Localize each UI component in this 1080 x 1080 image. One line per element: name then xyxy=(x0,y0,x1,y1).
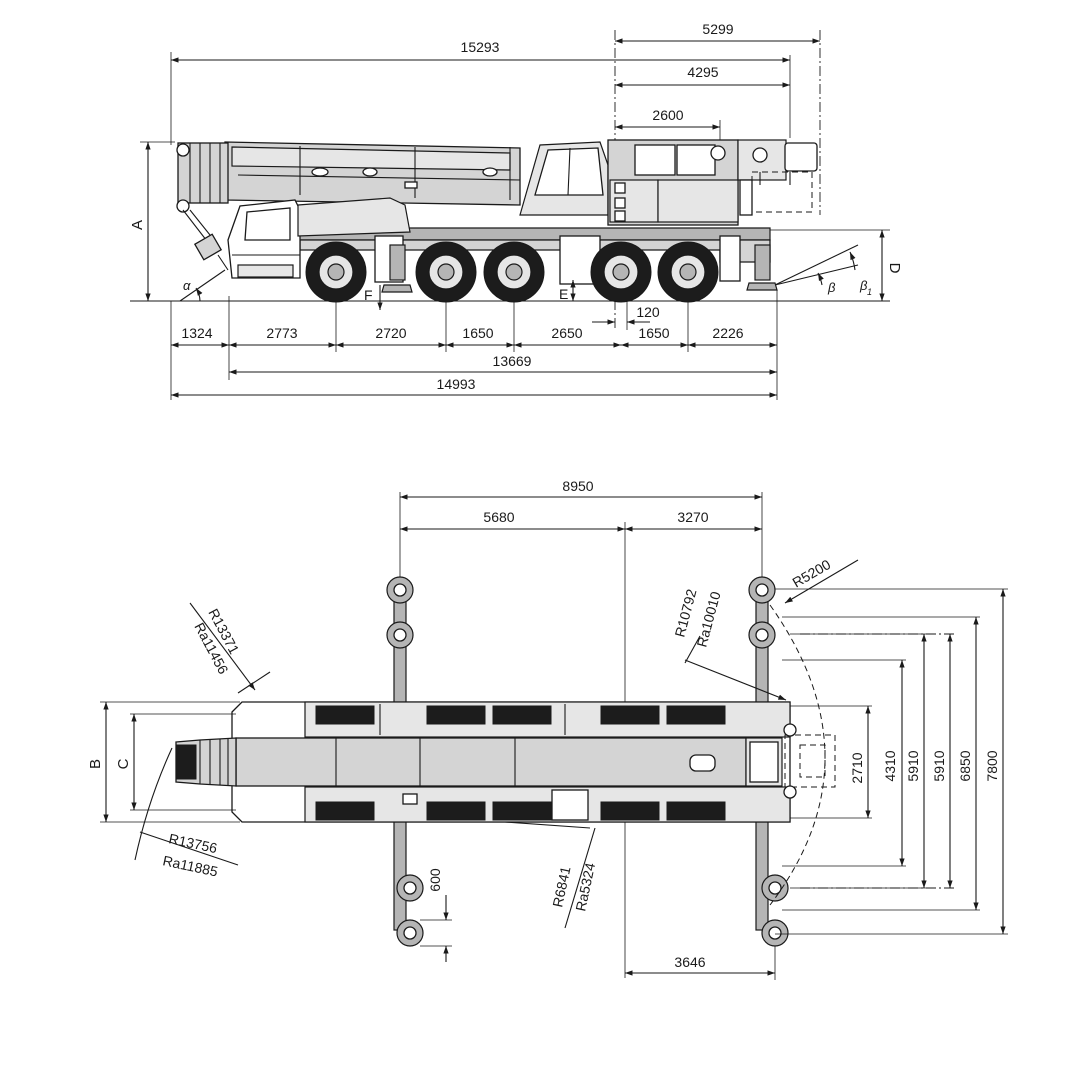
svg-text:8950: 8950 xyxy=(562,478,593,494)
dim-2600: 2600 xyxy=(615,107,720,130)
svg-text:α: α xyxy=(183,278,191,293)
axle-dims: 1324 2773 2720 1650 2650 1650 2226 xyxy=(171,325,777,348)
svg-text:2226: 2226 xyxy=(712,325,743,341)
dim-600: 600 xyxy=(420,868,452,962)
dim-13669: 13669 xyxy=(229,353,777,375)
svg-text:R6841: R6841 xyxy=(549,865,573,909)
svg-text:β: β xyxy=(859,278,868,293)
svg-text:C: C xyxy=(115,758,132,769)
dim-a: A xyxy=(129,141,175,301)
svg-text:5910: 5910 xyxy=(905,750,921,781)
svg-text:E: E xyxy=(559,286,568,302)
svg-text:B: B xyxy=(87,759,104,769)
svg-text:2600: 2600 xyxy=(652,107,683,123)
svg-text:1650: 1650 xyxy=(638,325,669,341)
svg-text:1650: 1650 xyxy=(462,325,493,341)
svg-text:4295: 4295 xyxy=(687,64,718,80)
carrier-cab-side xyxy=(227,197,411,279)
svg-text:5910: 5910 xyxy=(931,750,947,781)
dim-14993: 14993 xyxy=(171,376,777,398)
svg-text:14993: 14993 xyxy=(437,376,476,392)
svg-text:600: 600 xyxy=(427,868,443,892)
svg-text:Ra5324: Ra5324 xyxy=(572,861,598,913)
top-view: 8950 5680 3270 xyxy=(87,478,1008,980)
wheels-side xyxy=(305,241,719,303)
chassis-side xyxy=(294,227,778,293)
dim-8950: 8950 xyxy=(400,478,762,500)
dim-3646: 3646 xyxy=(625,946,776,980)
svg-text:5680: 5680 xyxy=(483,509,514,525)
width-dims: 2710 4310 5910 5910 6850 7800 xyxy=(775,588,1008,935)
svg-text:2710: 2710 xyxy=(849,752,865,783)
radius-rear-swing: R5200 xyxy=(784,556,859,604)
dim-5680: 5680 xyxy=(400,509,625,532)
boom-side xyxy=(176,141,521,271)
dim-b: B xyxy=(87,702,109,822)
svg-text:15293: 15293 xyxy=(461,39,500,55)
side-view: 15293 5299 4295 2600 A D xyxy=(129,21,903,400)
clearance-f: F xyxy=(364,285,383,310)
chassis-top xyxy=(231,701,791,823)
svg-text:F: F xyxy=(364,287,373,303)
svg-text:3270: 3270 xyxy=(677,509,708,525)
svg-text:2720: 2720 xyxy=(375,325,406,341)
svg-text:6850: 6850 xyxy=(957,750,973,781)
superstructure-side xyxy=(607,139,818,226)
svg-text:Ra10010: Ra10010 xyxy=(693,590,723,649)
radius-front-top: R13371 Ra11456 xyxy=(189,602,271,694)
dim-5299: 5299 xyxy=(615,21,820,44)
svg-text:7800: 7800 xyxy=(984,750,1000,781)
svg-text:2650: 2650 xyxy=(551,325,582,341)
crane-cab-side xyxy=(519,141,609,216)
clearance-e: E xyxy=(559,280,576,302)
svg-text:R13756: R13756 xyxy=(167,830,219,856)
svg-text:3646: 3646 xyxy=(674,954,705,970)
dim-c: C xyxy=(115,714,137,810)
svg-text:β: β xyxy=(827,280,836,295)
svg-text:2773: 2773 xyxy=(266,325,297,341)
svg-text:A: A xyxy=(129,220,146,230)
svg-text:D: D xyxy=(886,263,903,274)
dim-4295: 4295 xyxy=(615,64,790,88)
dim-3270: 3270 xyxy=(625,509,762,532)
boom-top xyxy=(175,737,783,787)
svg-text:120: 120 xyxy=(636,304,660,320)
dim-15293: 15293 xyxy=(171,39,790,63)
svg-text:13669: 13669 xyxy=(493,353,532,369)
dim-120: 120 xyxy=(592,300,660,330)
svg-text:1: 1 xyxy=(867,287,872,297)
svg-text:R5200: R5200 xyxy=(790,556,834,591)
svg-text:R10792: R10792 xyxy=(671,587,699,639)
counterweight-top xyxy=(769,604,836,906)
dim-d: D xyxy=(770,229,903,301)
svg-text:5299: 5299 xyxy=(702,21,733,37)
svg-text:1324: 1324 xyxy=(181,325,212,341)
svg-text:4310: 4310 xyxy=(882,750,898,781)
radius-mid: R6841 Ra5324 xyxy=(504,821,598,929)
